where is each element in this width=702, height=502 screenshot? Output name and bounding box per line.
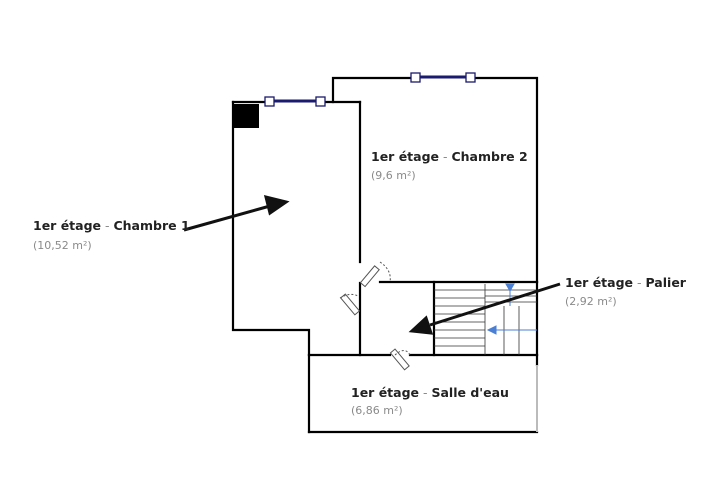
- pointer-arrows: [183, 194, 561, 335]
- room-label-chambre-1: 1er étage - Chambre 1: [33, 218, 190, 233]
- room-area-palier: (2,92 m²): [565, 295, 617, 308]
- room-label-chambre-2: 1er étage - Chambre 2: [371, 149, 528, 164]
- stair-arrows: [486, 283, 537, 335]
- room-area-salle-eau: (6,86 m²): [351, 404, 403, 417]
- arrow-palier: [429, 282, 561, 327]
- room-area-chambre-1: (10,52 m²): [33, 239, 92, 252]
- walls: [231, 76, 539, 434]
- arrow-chambre-1: [183, 204, 271, 232]
- room-area-chambre-2: (9,6 m²): [371, 169, 416, 182]
- window-chambre-1: [264, 96, 326, 107]
- room-label-salle-eau: 1er étage - Salle d'eau: [351, 385, 509, 400]
- window-chambre-2: [410, 72, 476, 83]
- room-label-palier: 1er étage - Palier: [565, 275, 686, 290]
- doors: [339, 261, 411, 371]
- chimney-block: [234, 104, 259, 128]
